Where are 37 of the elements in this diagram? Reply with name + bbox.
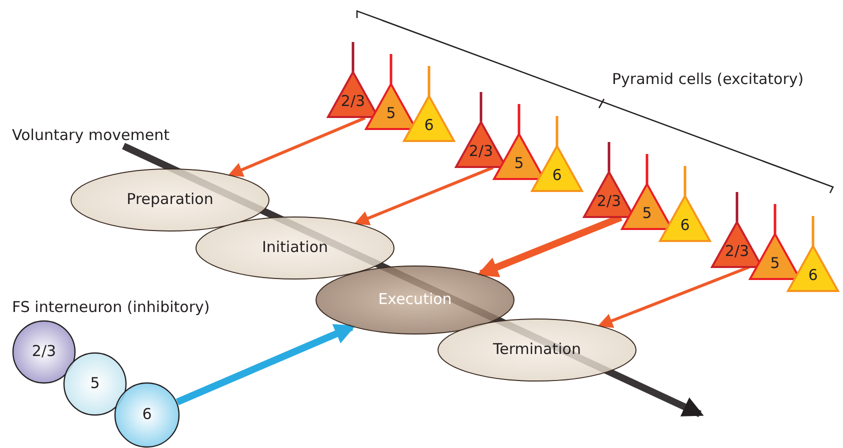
phase-ellipse [437,318,637,382]
layer-label: 5 [769,254,781,272]
layer-label: 6 [551,166,563,184]
interneuron-circle [12,320,76,384]
phase-label: Termination [492,340,582,358]
phase-ellipse [315,265,515,335]
layer-label: 2/3 [724,242,750,260]
pyramidal-cell-triangle [403,66,455,142]
layer-label: 2/3 [340,92,366,110]
layer-label: 6 [807,266,819,284]
group-label: Pyramid cells (excitatory) [612,70,804,88]
pyramidal-cell-triangle [659,166,711,242]
interneuron-circle [114,382,180,448]
pyramidal-cell-triangle [531,116,583,192]
phase-ellipse [70,168,270,232]
layer-label: 5 [513,154,525,172]
phase-ellipse [195,216,395,280]
arrow [176,324,356,406]
layer-label: 6 [141,405,153,423]
phase-label: Initiation [260,238,330,256]
layer-label: 6 [423,116,435,134]
phase-label: Execution [377,290,453,308]
phase-label: Preparation [126,190,214,208]
arrow [354,166,494,226]
layer-label: 5 [89,374,101,392]
pyramidal-cell-triangle [787,216,839,292]
layer-label: 5 [641,204,653,222]
arrow-label: Voluntary movement [12,126,170,144]
arrow [598,266,750,328]
layer-label: 2/3 [30,342,58,360]
layer-label: 6 [679,216,691,234]
arrow [228,116,366,177]
layer-label: 2/3 [596,192,622,210]
group-label: FS interneuron (inhibitory) [12,298,210,316]
interneuron-circle [63,352,127,416]
layer-label: 2/3 [468,142,494,160]
layer-label: 5 [385,104,397,122]
